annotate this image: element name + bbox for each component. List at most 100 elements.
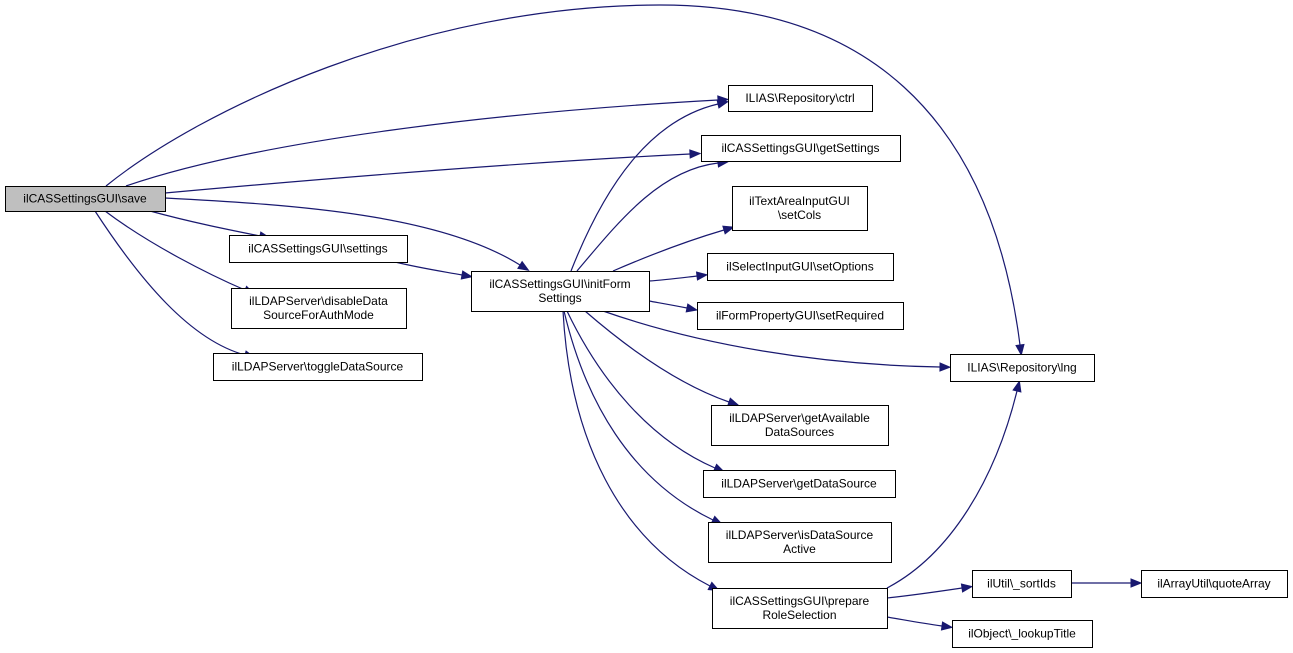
- node-label: ilFormPropertyGUI\setRequired: [716, 309, 884, 323]
- edge-save-to-toggle: [94, 210, 256, 360]
- edge-line: [648, 300, 688, 309]
- node-label: ilTextAreaInputGUI: [749, 194, 850, 208]
- node-box[interactable]: [5, 186, 166, 212]
- node-label: ilLDAPServer\isDataSource: [726, 528, 874, 542]
- node-box[interactable]: [950, 354, 1095, 382]
- node-box[interactable]: [231, 288, 407, 329]
- node-getsettings[interactable]: ilCASSettingsGUI\getSettings: [701, 135, 901, 162]
- edge-line: [584, 310, 730, 403]
- node-box[interactable]: [1141, 570, 1288, 598]
- edge-line: [105, 4, 1021, 346]
- arrowhead-icon: [685, 303, 699, 313]
- node-label: ilLDAPServer\disableData: [249, 294, 388, 308]
- node-box[interactable]: [952, 620, 1093, 648]
- node-label: ILIAS\Repository\lng: [967, 361, 1076, 375]
- node-box[interactable]: [728, 85, 873, 112]
- edge-line: [164, 153, 691, 194]
- edge-line: [94, 210, 246, 356]
- edge-initform-to-setoptions: [648, 271, 709, 282]
- edge-line: [602, 310, 941, 368]
- node-label: ilUtil\_sortIds: [987, 577, 1056, 591]
- node-label: ilObject\_lookupTitle: [968, 627, 1076, 641]
- node-box[interactable]: [712, 588, 888, 629]
- node-toggle[interactable]: ilLDAPServer\toggleDataSource: [213, 353, 423, 381]
- arrowhead-icon: [460, 270, 474, 280]
- node-lookuptitle[interactable]: ilObject\_lookupTitle: [952, 620, 1093, 648]
- edge-save-to-getsettings: [164, 149, 702, 194]
- edge-sortids-to-quotearray: [1071, 578, 1143, 588]
- node-ctrl[interactable]: ILIAS\Repository\ctrl: [728, 85, 873, 112]
- arrowhead-icon: [689, 149, 702, 159]
- node-box[interactable]: [707, 253, 894, 281]
- node-sortids[interactable]: ilUtil\_sortIds: [972, 570, 1072, 598]
- node-label: ilCASSettingsGUI\save: [23, 192, 147, 206]
- edge-save-to-ctrl: [125, 95, 730, 187]
- edge-initform-to-setcols: [612, 225, 735, 272]
- node-save[interactable]: ilCASSettingsGUI\save: [5, 186, 166, 212]
- node-box[interactable]: [732, 186, 868, 231]
- node-lng[interactable]: ILIAS\Repository\lng: [950, 354, 1095, 382]
- node-box[interactable]: [471, 271, 650, 312]
- node-box[interactable]: [703, 470, 896, 498]
- edge-line: [563, 310, 714, 521]
- arrowhead-icon: [960, 583, 974, 593]
- edge-line: [612, 229, 725, 272]
- arrowhead-icon: [726, 397, 740, 407]
- node-label: ilCASSettingsGUI\settings: [248, 242, 387, 256]
- node-label: ilCASSettingsGUI\initForm: [489, 277, 630, 291]
- edge-initform-to-setrequired: [648, 300, 699, 313]
- arrowhead-icon: [1015, 343, 1025, 357]
- node-box[interactable]: [711, 405, 889, 446]
- node-label: ilSelectInputGUI\setOptions: [726, 260, 873, 274]
- arrowhead-icon: [722, 225, 735, 235]
- node-label: ilLDAPServer\getAvailable: [729, 411, 870, 425]
- edge-line: [886, 390, 1018, 589]
- arrowhead-icon: [1012, 379, 1022, 393]
- edge-prepare-to-lookuptitle: [886, 616, 954, 631]
- node-setcols[interactable]: ilTextAreaInputGUI\setCols: [732, 186, 868, 231]
- node-disable[interactable]: ilLDAPServer\disableDataSourceForAuthMod…: [231, 288, 407, 329]
- node-settings[interactable]: ilCASSettingsGUI\settings: [229, 235, 408, 263]
- edge-initform-to-prepare: [562, 310, 721, 592]
- node-box[interactable]: [972, 570, 1072, 598]
- node-setoptions[interactable]: ilSelectInputGUI\setOptions: [707, 253, 894, 281]
- node-setrequired[interactable]: ilFormPropertyGUI\setRequired: [697, 302, 904, 330]
- edge-line: [576, 162, 719, 272]
- node-label: ilLDAPServer\getDataSource: [721, 477, 877, 491]
- arrowhead-icon: [940, 621, 954, 631]
- node-box[interactable]: [229, 235, 408, 263]
- node-label: Settings: [538, 291, 581, 305]
- node-label: DataSources: [765, 425, 834, 439]
- node-label: RoleSelection: [762, 608, 836, 622]
- edge-line: [149, 210, 261, 237]
- edge-line: [104, 210, 246, 291]
- edge-line: [562, 310, 711, 587]
- node-box[interactable]: [701, 135, 901, 162]
- node-label: ilArrayUtil\quoteArray: [1157, 577, 1270, 591]
- node-label: ilCASSettingsGUI\getSettings: [721, 141, 879, 155]
- node-label: \setCols: [778, 208, 821, 222]
- edge-line: [886, 616, 943, 627]
- edge-initform-to-lng: [602, 310, 952, 372]
- edge-line: [164, 197, 521, 266]
- edge-line: [570, 103, 719, 272]
- arrowhead-icon: [517, 260, 530, 272]
- edge-prepare-to-lng: [886, 379, 1022, 589]
- node-getds[interactable]: ilLDAPServer\getDataSource: [703, 470, 896, 498]
- node-quotearray[interactable]: ilArrayUtil\quoteArray: [1141, 570, 1288, 598]
- arrowhead-icon: [1130, 578, 1143, 588]
- node-box[interactable]: [213, 353, 423, 381]
- node-box[interactable]: [708, 522, 892, 563]
- edge-line: [648, 275, 698, 282]
- arrowhead-icon: [939, 362, 952, 372]
- node-label: ilCASSettingsGUI\prepare: [730, 594, 870, 608]
- edge-initform-to-isactive: [563, 310, 724, 525]
- node-box[interactable]: [697, 302, 904, 330]
- node-label: Active: [783, 542, 816, 556]
- edge-line: [394, 261, 463, 276]
- arrowhead-icon: [695, 271, 709, 281]
